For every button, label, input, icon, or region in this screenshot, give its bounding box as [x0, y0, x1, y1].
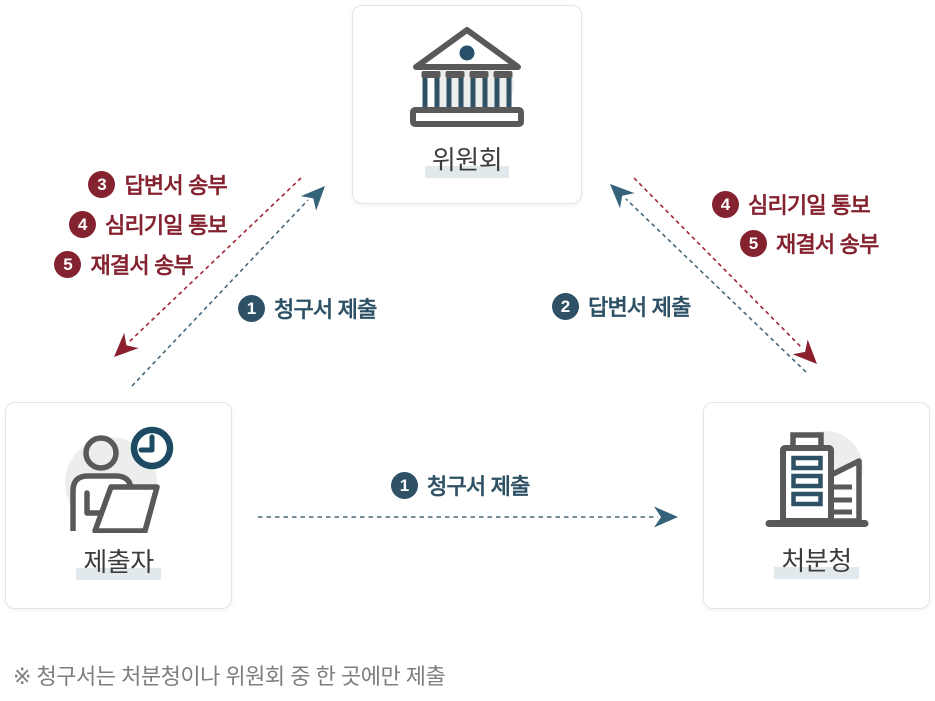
step-number-badge: 2: [552, 292, 579, 320]
flow-labels-committee-to-agency: 4 심리기일 통보 5 재결서 송부: [712, 188, 879, 259]
office-building-icon: [765, 431, 868, 527]
step-number-badge: 3: [88, 170, 116, 198]
arrow-committee-to-agency: [633, 177, 817, 364]
arrow-submitter-to-agency: [258, 506, 678, 528]
footnote: ※ 청구서는 처분청이나 위원회 중 한 곳에만 제출: [13, 664, 446, 689]
flow-step: 2 답변서 제출: [552, 290, 691, 322]
node-committee: 위원회: [352, 5, 582, 204]
step-number-badge: 1: [238, 294, 265, 322]
flow-step: 5 재결서 송부: [54, 248, 194, 280]
flow-step: 4 심리기일 통보: [69, 208, 228, 240]
flow-step: 5 재결서 송부: [740, 227, 879, 259]
step-label: 재결서 송부: [90, 253, 193, 278]
flow-labels-submitter-to-committee: 1 청구서 제출: [238, 292, 377, 324]
flow-step: 1 청구서 제출: [238, 292, 377, 324]
flow-labels-agency-to-committee: 2 답변서 제출: [552, 290, 691, 322]
node-committee-label: 위원회: [424, 144, 510, 178]
step-label: 심리기일 통보: [748, 193, 871, 218]
arrow-committee-to-submitter: [114, 177, 302, 357]
node-agency: 처분청: [703, 402, 930, 609]
step-label: 청구서 제출: [274, 297, 377, 322]
step-label: 청구서 제출: [427, 474, 530, 499]
arrow-submitter-to-committee: [131, 186, 325, 387]
step-label: 재결서 송부: [776, 232, 879, 257]
step-number-badge: 5: [54, 250, 82, 278]
flow-step: 4 심리기일 통보: [712, 188, 871, 220]
step-label: 심리기일 통보: [105, 213, 228, 238]
flow-labels-committee-to-submitter: 3 답변서 송부 4 심리기일 통보 5 재결서 송부: [54, 168, 228, 280]
node-submitter-label: 제출자: [76, 546, 161, 580]
node-submitter: 제출자: [5, 402, 232, 609]
flow-step: 3 답변서 송부: [88, 168, 228, 200]
flow-step: 1 청구서 제출: [391, 469, 530, 501]
bank-building-icon: [410, 27, 524, 127]
step-number-badge: 1: [391, 471, 418, 499]
step-label: 답변서 송부: [124, 173, 227, 198]
node-agency-label: 처분청: [774, 545, 859, 579]
step-number-badge: 4: [69, 210, 97, 238]
step-label: 답변서 제출: [588, 295, 691, 320]
step-number-badge: 5: [740, 229, 767, 257]
flow-labels-submitter-to-agency: 1 청구서 제출: [391, 469, 530, 501]
arrow-agency-to-committee: [610, 184, 807, 373]
step-number-badge: 4: [712, 190, 739, 218]
person-laptop-clock-icon: [64, 426, 173, 533]
